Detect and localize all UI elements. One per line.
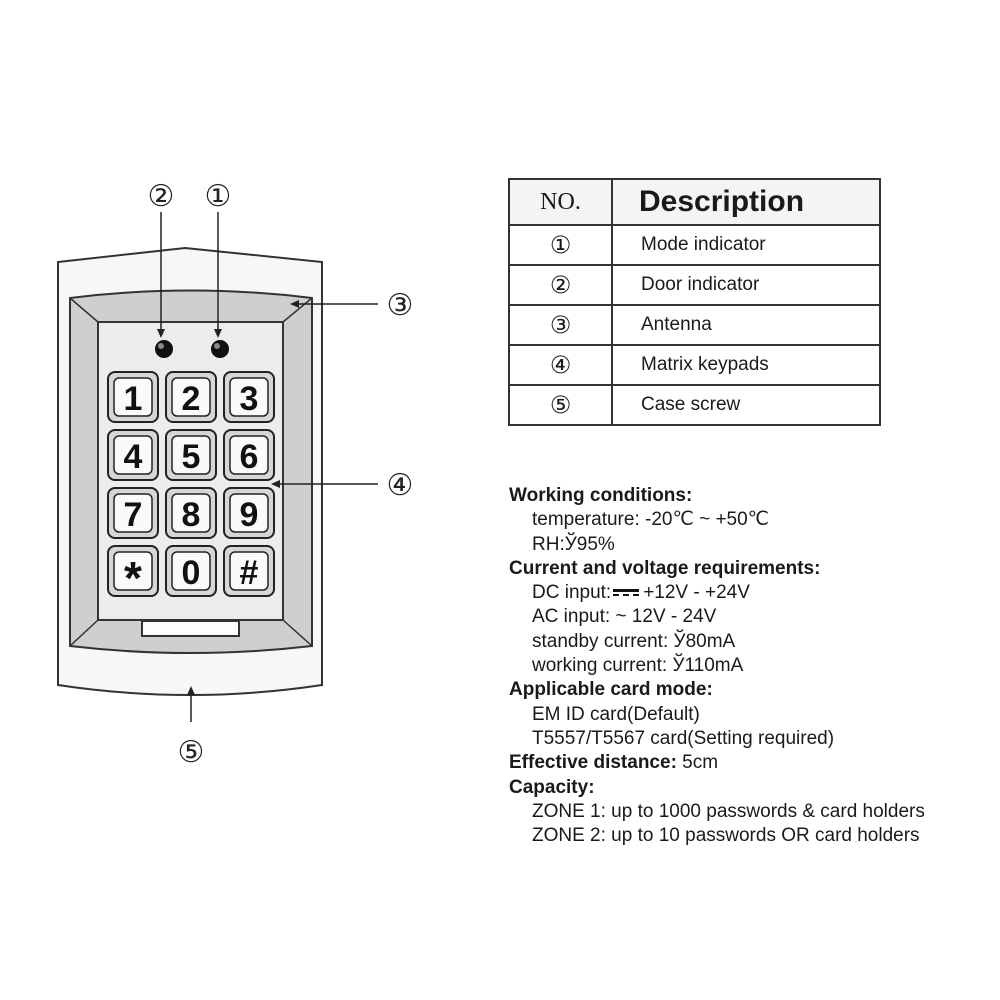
key-label: 2	[182, 380, 201, 418]
distance-title: Effective distance:	[509, 752, 677, 774]
key-label: 8	[182, 496, 201, 534]
dc-input-label: DC input:	[532, 582, 612, 604]
zone1-spec: ZONE 1: up to 1000 passwords & card hold…	[532, 800, 925, 822]
key-label: 4	[124, 438, 143, 476]
row-description: Mode indicator	[611, 224, 881, 266]
t5557-card-spec: T5557/T5567 card(Setting required)	[532, 727, 835, 749]
key-label: #	[240, 554, 259, 592]
distance-spec: Effective distance: 5cm	[509, 751, 997, 775]
key-inner	[113, 493, 153, 533]
table-header-row: NO. Description	[508, 178, 881, 226]
key-button[interactable]: #	[223, 545, 275, 597]
bottom-slot	[141, 620, 240, 637]
arrowhead	[290, 300, 299, 308]
row-number: ⑤	[508, 384, 613, 426]
row-description: Antenna	[611, 304, 881, 346]
arrowhead	[157, 329, 165, 338]
door-indicator-led	[155, 340, 173, 358]
dc-input-value: +12V - +24V	[643, 582, 750, 604]
led-highlight	[158, 343, 164, 349]
key-label: 0	[182, 554, 201, 592]
row-number: ③	[508, 304, 613, 346]
humidity-spec: RH:Ў95%	[532, 533, 615, 555]
header-no: NO.	[508, 178, 613, 226]
zone2-spec: ZONE 2: up to 10 passwords OR card holde…	[532, 825, 920, 847]
bevel-line	[282, 619, 313, 647]
key-inner	[113, 435, 153, 475]
arrowhead	[271, 480, 280, 488]
callout-case-screw: ⑤	[178, 735, 205, 770]
row-description: Door indicator	[611, 264, 881, 306]
key-button[interactable]: 4	[107, 429, 159, 481]
key-inner	[171, 377, 211, 417]
key-inner	[229, 493, 269, 533]
row-description: Matrix keypads	[611, 344, 881, 386]
callout-door-indicator: ②	[148, 179, 175, 214]
table-row: ③ Antenna	[508, 304, 881, 346]
key-button[interactable]: 2	[165, 371, 217, 423]
callout-mode-indicator: ①	[205, 179, 232, 214]
table-row: ④ Matrix keypads	[508, 344, 881, 386]
capacity-title: Capacity:	[509, 776, 595, 798]
callout-antenna: ③	[387, 288, 414, 323]
key-button[interactable]: 1	[107, 371, 159, 423]
table-row: ② Door indicator	[508, 264, 881, 306]
key-button[interactable]: 7	[107, 487, 159, 539]
working-conditions-title: Working conditions:	[509, 485, 693, 506]
key-inner	[229, 435, 269, 475]
key-inner	[171, 435, 211, 475]
dc-symbol-icon	[611, 588, 641, 598]
voltage-title: Current and voltage requirements:	[509, 557, 821, 579]
temperature-spec: temperature: -20℃ ~ +50℃	[532, 509, 770, 531]
key-button[interactable]: 9	[223, 487, 275, 539]
row-number: ①	[508, 224, 613, 266]
mode-indicator-led	[211, 340, 229, 358]
key-button[interactable]: 0	[165, 545, 217, 597]
key-inner	[171, 493, 211, 533]
distance-value: 5cm	[676, 752, 719, 774]
key-button[interactable]: *	[107, 545, 159, 604]
bevel-line	[282, 297, 313, 323]
bevel-line	[69, 619, 99, 647]
key-inner	[229, 551, 269, 591]
row-number: ④	[508, 344, 613, 386]
working-current-spec: working current: Ў110mA	[532, 655, 744, 677]
key-inner	[171, 551, 211, 591]
em-card-spec: EM ID card(Default)	[532, 703, 700, 725]
table-row: ⑤ Case screw	[508, 384, 881, 426]
key-inner	[113, 551, 153, 591]
row-description: Case screw	[611, 384, 881, 426]
key-button[interactable]: 5	[165, 429, 217, 481]
key-label: *	[124, 552, 142, 604]
description-table: NO. Description ① Mode indicator ② Door …	[508, 178, 881, 426]
key-button[interactable]: 6	[223, 429, 275, 481]
card-mode-title: Applicable card mode:	[509, 679, 713, 701]
header-description: Description	[611, 178, 881, 226]
matrix-keypad: 1 2 3 4 5 6 7 8 9 * 0 #	[107, 371, 275, 604]
table-row: ① Mode indicator	[508, 224, 881, 266]
dc-input-spec: DC input: +12V - +24V	[509, 581, 997, 605]
row-number: ②	[508, 264, 613, 306]
key-label: 6	[240, 438, 259, 476]
key-label: 5	[182, 438, 201, 476]
key-label: 7	[124, 496, 143, 534]
specifications: Working conditions: temperature: -20℃ ~ …	[509, 484, 997, 848]
key-inner	[113, 377, 153, 417]
arrowhead	[214, 329, 222, 338]
bevel-line	[69, 297, 99, 323]
led-highlight	[214, 343, 220, 349]
key-button[interactable]: 8	[165, 487, 217, 539]
ac-input-spec: AC input: ~ 12V - 24V	[532, 606, 717, 628]
callout-keypad: ④	[387, 468, 414, 503]
key-label: 9	[240, 496, 259, 534]
key-button[interactable]: 3	[223, 371, 275, 423]
key-label: 1	[124, 380, 143, 418]
key-inner	[229, 377, 269, 417]
standby-current-spec: standby current: Ў80mA	[532, 630, 736, 652]
arrowhead	[187, 686, 195, 695]
key-label: 3	[240, 380, 259, 418]
